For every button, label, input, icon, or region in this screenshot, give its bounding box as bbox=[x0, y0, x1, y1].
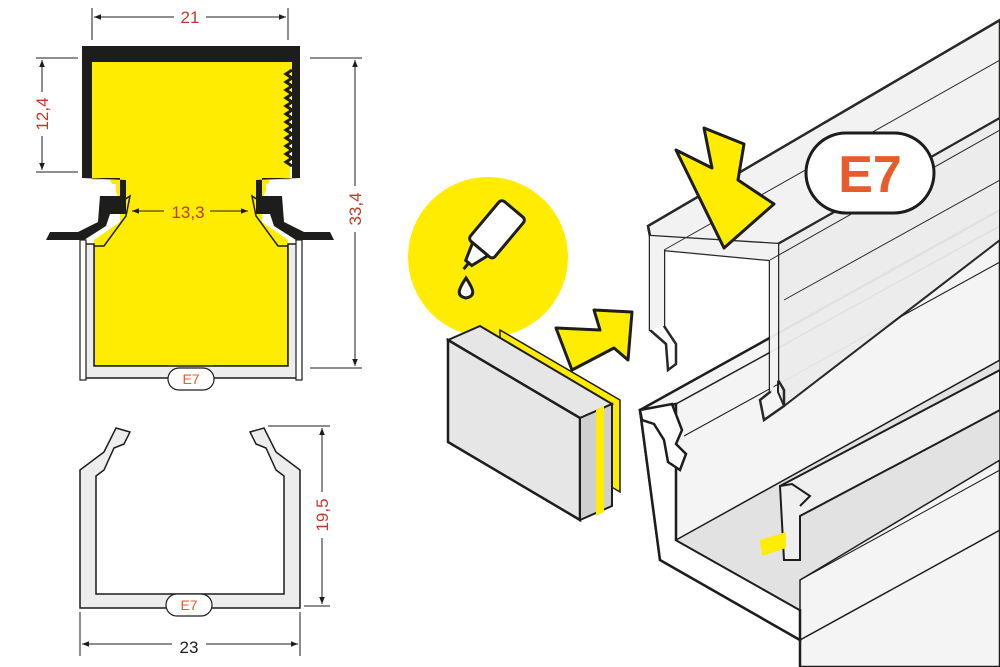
profile-3d-clip bbox=[638, 402, 688, 472]
led-strip bbox=[760, 532, 786, 556]
profile-clip-right bbox=[256, 178, 334, 240]
profile-diffuser-inner bbox=[81, 243, 301, 379]
press-down-arrow-icon bbox=[674, 126, 776, 250]
dimension-diffuser-width: 23 bbox=[180, 638, 199, 657]
dimension-top-depth: 12,4 bbox=[33, 97, 52, 130]
dimension-total-height: 33,4 bbox=[346, 192, 365, 225]
profile-wall-right bbox=[292, 62, 300, 178]
dimension-diffuser-height: 19,5 bbox=[313, 498, 332, 531]
profile-3d-inner-ridge bbox=[778, 368, 1000, 561]
insert-arrow-icon bbox=[554, 308, 634, 372]
profile-ribs bbox=[283, 68, 295, 168]
end-cap bbox=[445, 324, 621, 523]
e7-badge: E7 bbox=[804, 131, 936, 215]
profile-3d bbox=[638, 208, 1000, 667]
glue-drop-icon bbox=[457, 275, 475, 300]
diffuser-shape bbox=[79, 427, 301, 609]
profile-wall-left bbox=[82, 46, 300, 178]
diffuser-e7-label: E7 bbox=[180, 597, 197, 613]
diffuser-cross-section: 19,5 23 E7 bbox=[79, 425, 334, 658]
e7-badge-text: E7 bbox=[838, 146, 902, 204]
glue-icon-group bbox=[408, 177, 568, 337]
glue-bottle-icon bbox=[462, 199, 526, 271]
diffuser-e7-tag bbox=[165, 593, 213, 617]
profile-clip-left bbox=[46, 178, 126, 240]
dimension-width: 21 bbox=[181, 8, 200, 27]
dimension-inner-width: 13,3 bbox=[171, 203, 204, 222]
profile-e7-label: E7 bbox=[182, 371, 199, 387]
profile-e7-tag bbox=[167, 367, 215, 391]
profile-cross-section: 21 12,4 13,3 33,4 E7 bbox=[30, 6, 368, 391]
